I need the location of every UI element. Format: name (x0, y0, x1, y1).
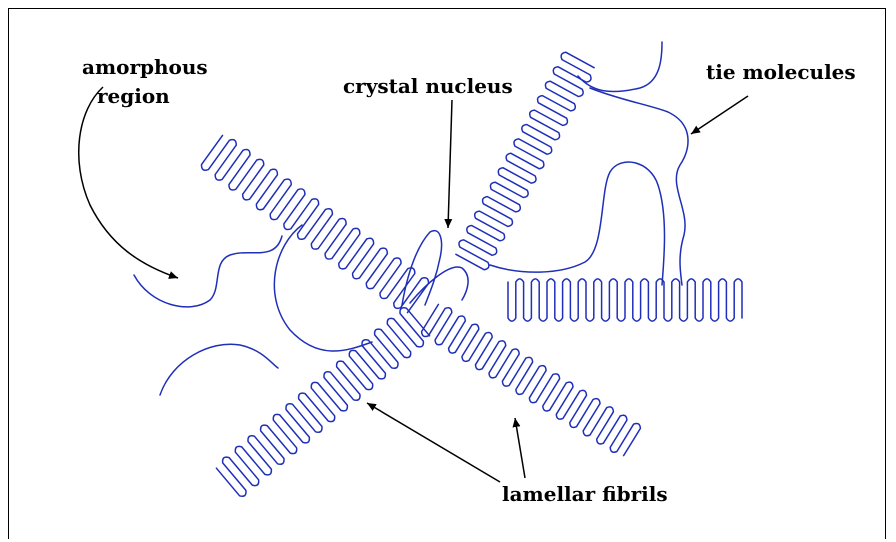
label-crystal-nucleus: crystal nucleus (343, 74, 513, 98)
amorphous-chain-bottom-left (160, 344, 278, 395)
arrow-lamellar-right (515, 418, 525, 478)
pointer-arrows (79, 87, 748, 482)
label-amorphous: amorphous (82, 55, 208, 79)
arrow-crystal-nucleus (448, 100, 452, 228)
tie-molecule-right (590, 88, 688, 285)
amorphous-chain-left (134, 236, 282, 307)
label-tie-molecules: tie molecules (706, 60, 856, 84)
tie-molecule-loop (490, 162, 665, 285)
arrow-lamellar-left (367, 403, 500, 482)
amorphous-chain-center (274, 225, 372, 351)
lamella-horizontal-right (508, 279, 742, 321)
arrow-amorphous (79, 87, 178, 278)
label-region: region (97, 84, 170, 108)
lamella-lower-left (216, 308, 429, 497)
lamella-lower-right (422, 304, 641, 455)
arrow-tie-molecules (691, 96, 748, 134)
lamellar-fold-blocks (201, 52, 742, 496)
label-lamellar-fibrils: lamellar fibrils (502, 482, 668, 506)
tie-molecule-top (578, 42, 662, 92)
lamella-upper-left (201, 135, 428, 312)
